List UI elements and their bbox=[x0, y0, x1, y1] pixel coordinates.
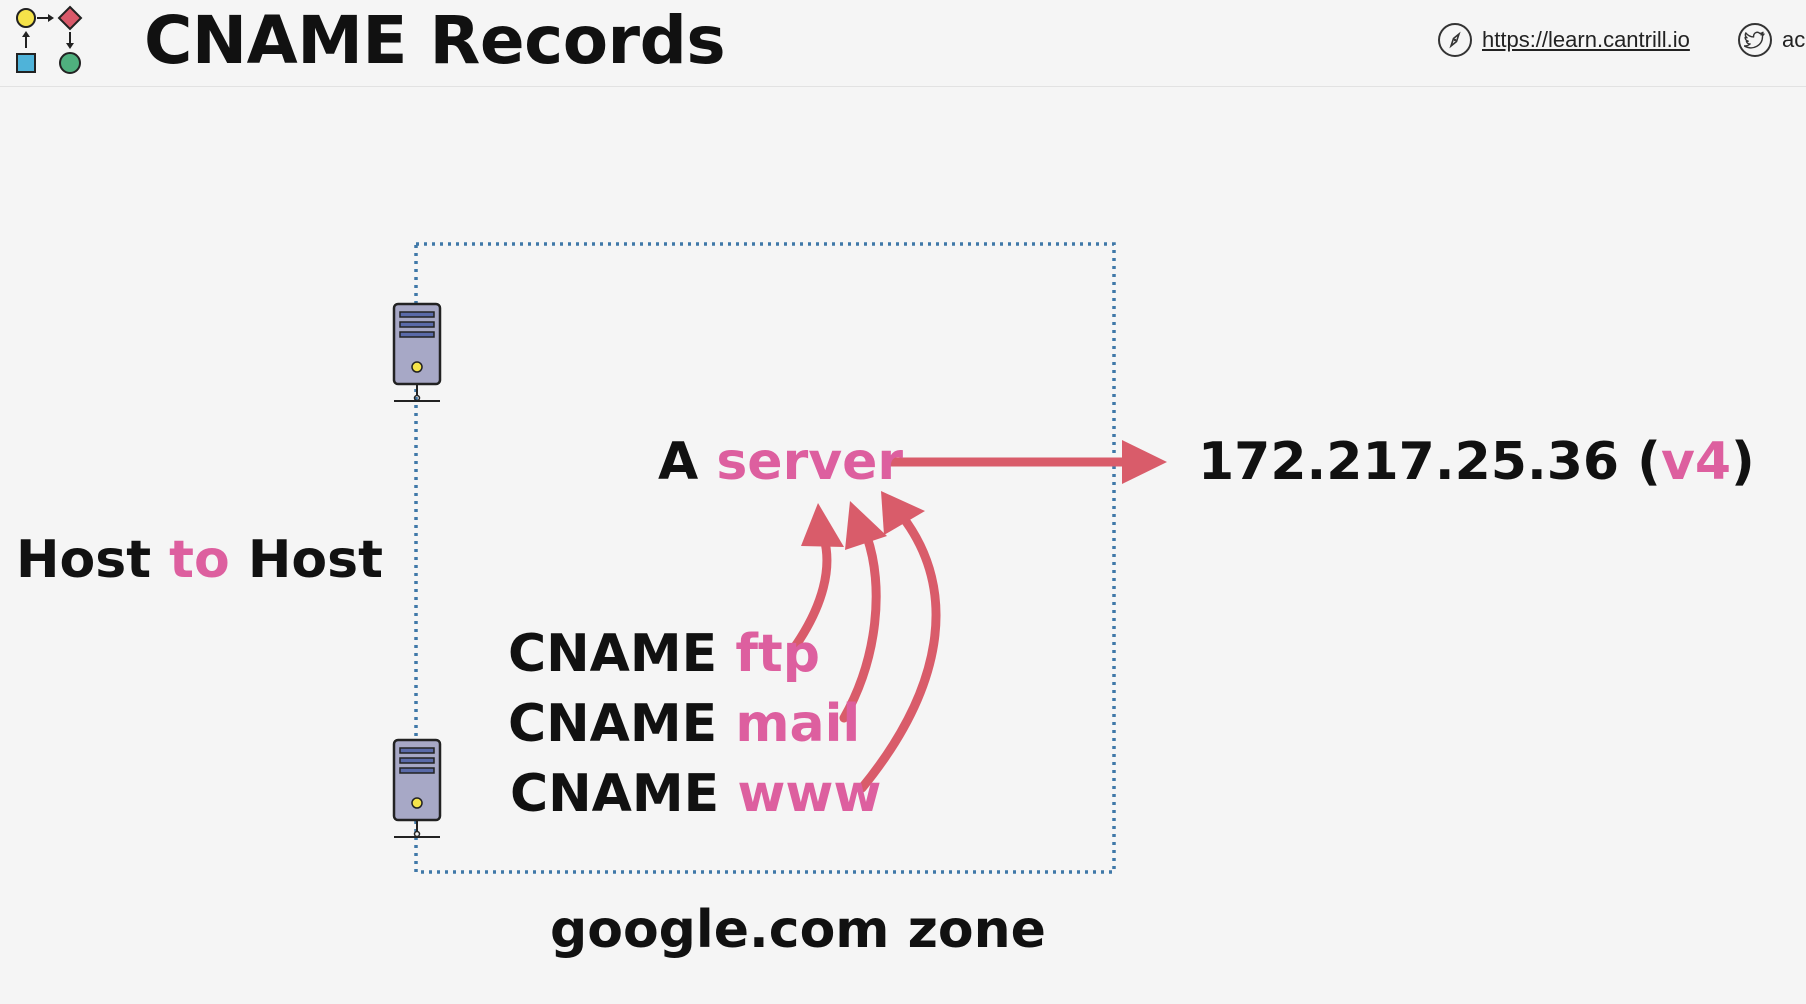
cname-type: CNAME bbox=[508, 624, 718, 684]
course-link[interactable]: https://learn.cantrill.io bbox=[1438, 20, 1690, 60]
to-label: to bbox=[169, 530, 230, 590]
social-handle[interactable]: ac bbox=[1738, 20, 1805, 60]
ip-close: ) bbox=[1731, 432, 1755, 492]
cname-www-arrowhead bbox=[881, 491, 925, 535]
cname-record-www: CNAME www bbox=[510, 764, 881, 824]
server-icon bbox=[392, 738, 442, 839]
a-record-type: A bbox=[658, 432, 699, 492]
cname-ftp-arrowhead bbox=[801, 503, 844, 547]
page-title: CNAME Records bbox=[144, 2, 726, 79]
ip-address-label: 172.217.25.36 (v4) bbox=[1198, 432, 1755, 492]
zone-boundary bbox=[414, 242, 1116, 874]
ip-value: 172.217.25.36 bbox=[1198, 432, 1620, 492]
a-to-ip-arrowhead bbox=[1122, 440, 1167, 484]
zone-label: google.com zone bbox=[550, 900, 1046, 960]
ip-version: v4 bbox=[1660, 432, 1732, 492]
cname-ftp-arrow bbox=[789, 533, 832, 653]
header-bar: CNAME Records https://learn.cantrill.io … bbox=[0, 0, 1806, 87]
cname-record-ftp: CNAME ftp bbox=[508, 624, 820, 684]
cname-mail-arrowhead bbox=[845, 501, 887, 550]
cname-name: www bbox=[737, 764, 882, 824]
social-handle-text[interactable]: ac bbox=[1782, 27, 1806, 52]
cname-type: CNAME bbox=[508, 694, 718, 754]
host-label-2: Host bbox=[247, 530, 383, 590]
cname-record-mail: CNAME mail bbox=[508, 694, 860, 754]
twitter-icon bbox=[1738, 23, 1772, 57]
cname-name: ftp bbox=[735, 624, 821, 684]
cname-www-arrow bbox=[857, 511, 941, 793]
compass-icon bbox=[1438, 23, 1472, 57]
server-icon bbox=[392, 302, 442, 403]
course-link-text[interactable]: https://learn.cantrill.io bbox=[1482, 27, 1690, 52]
a-record-name: server bbox=[716, 432, 904, 492]
cname-mail-arrow bbox=[839, 532, 881, 723]
ip-open: ( bbox=[1619, 432, 1661, 492]
cname-type: CNAME bbox=[510, 764, 720, 824]
host-to-host-label: Host to Host bbox=[16, 530, 383, 590]
cname-name: mail bbox=[735, 694, 861, 754]
a-record-label: A server bbox=[658, 432, 903, 492]
host-label-1: Host bbox=[16, 530, 152, 590]
logo-icon bbox=[12, 4, 88, 80]
